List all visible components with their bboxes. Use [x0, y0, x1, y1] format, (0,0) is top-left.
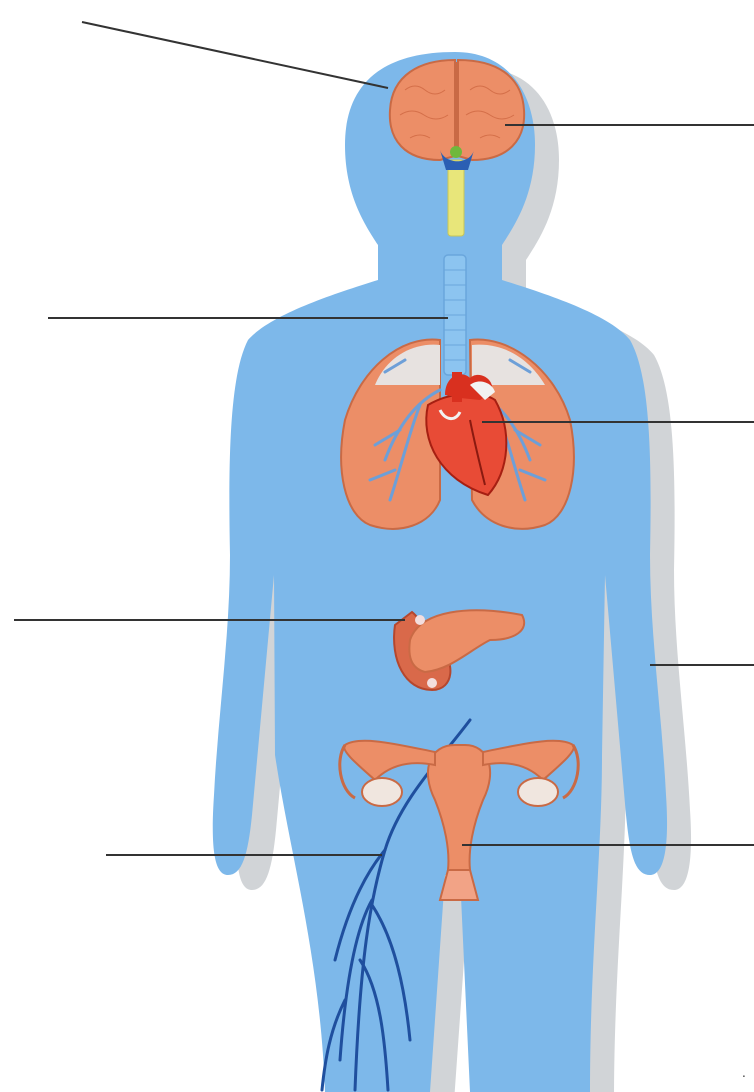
trachea-icon	[444, 255, 466, 375]
brain-icon	[390, 60, 524, 170]
leader-line-brain-left	[82, 22, 388, 88]
corner-mark: .	[742, 1066, 746, 1080]
spinal-cord-icon	[448, 160, 464, 236]
